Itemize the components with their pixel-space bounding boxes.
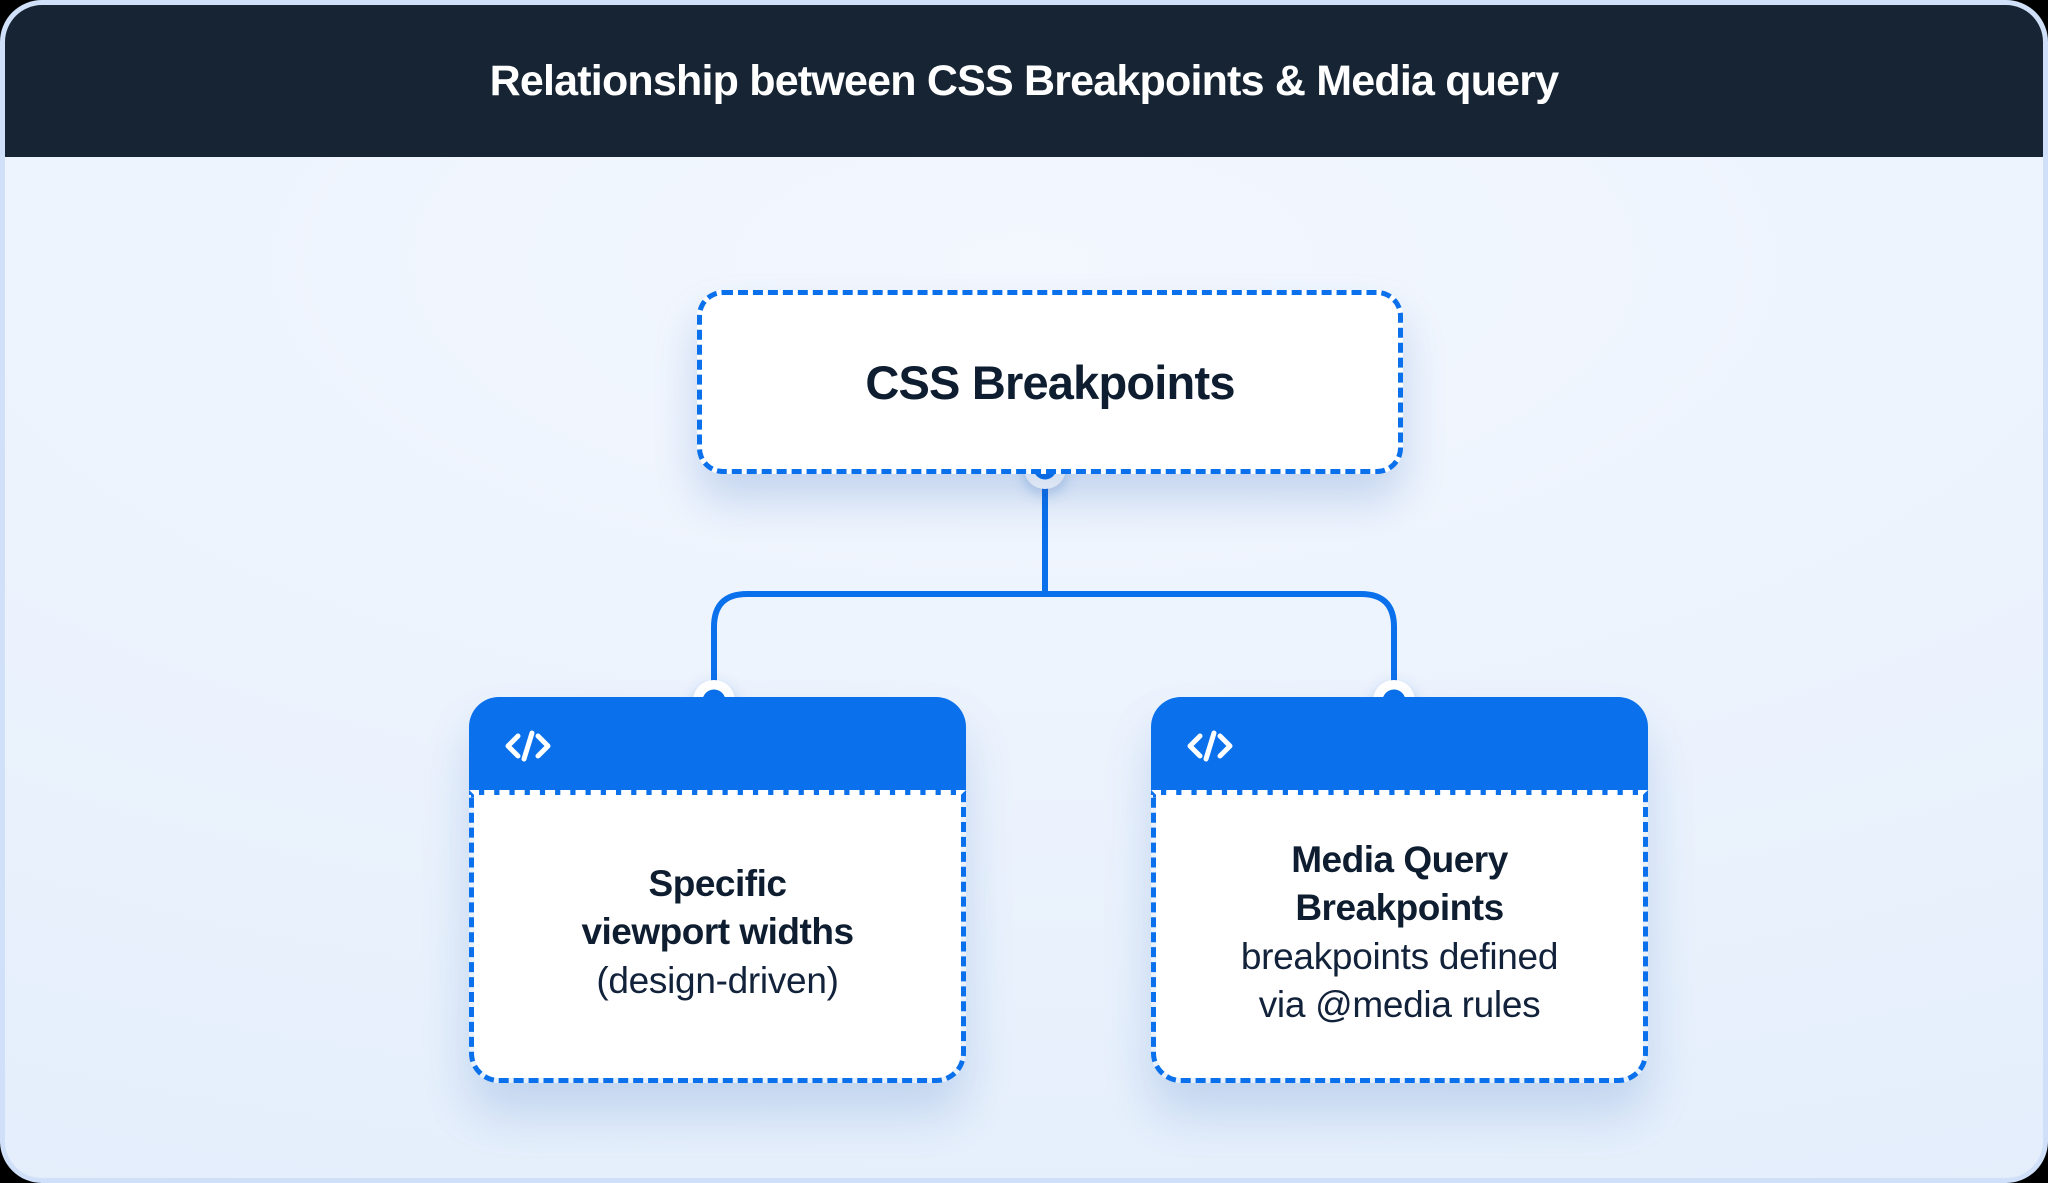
card-header <box>1151 697 1648 795</box>
child-card-specific-viewport-widths: Specific viewport widths (design-driven) <box>469 697 966 1083</box>
card-subtitle-line: breakpoints defined <box>1240 935 1559 977</box>
card-subtitle-line: via @media rules <box>1258 983 1541 1025</box>
code-icon <box>505 730 551 762</box>
card-title-line: viewport widths <box>581 911 854 953</box>
card-body: Media Query Breakpoints breakpoints defi… <box>1151 790 1648 1083</box>
root-node-label: CSS Breakpoints <box>865 355 1235 409</box>
header-bar: Relationship between CSS Breakpoints & M… <box>5 5 2043 157</box>
card-title-line: Breakpoints <box>1295 887 1504 929</box>
page-title: Relationship between CSS Breakpoints & M… <box>489 56 1559 105</box>
connector-lines <box>693 447 1415 722</box>
card-title-line: Media Query <box>1291 839 1508 881</box>
card-body: Specific viewport widths (design-driven) <box>469 790 966 1083</box>
child-card-media-query-breakpoints: Media Query Breakpoints breakpoints defi… <box>1151 697 1648 1083</box>
root-node-css-breakpoints: CSS Breakpoints <box>697 290 1403 474</box>
code-icon <box>1187 730 1233 762</box>
card-header <box>469 697 966 795</box>
branch-rail-line <box>711 591 1397 704</box>
card-title-line: Specific <box>648 863 787 905</box>
card-subtitle-line: (design-driven) <box>596 959 839 1001</box>
